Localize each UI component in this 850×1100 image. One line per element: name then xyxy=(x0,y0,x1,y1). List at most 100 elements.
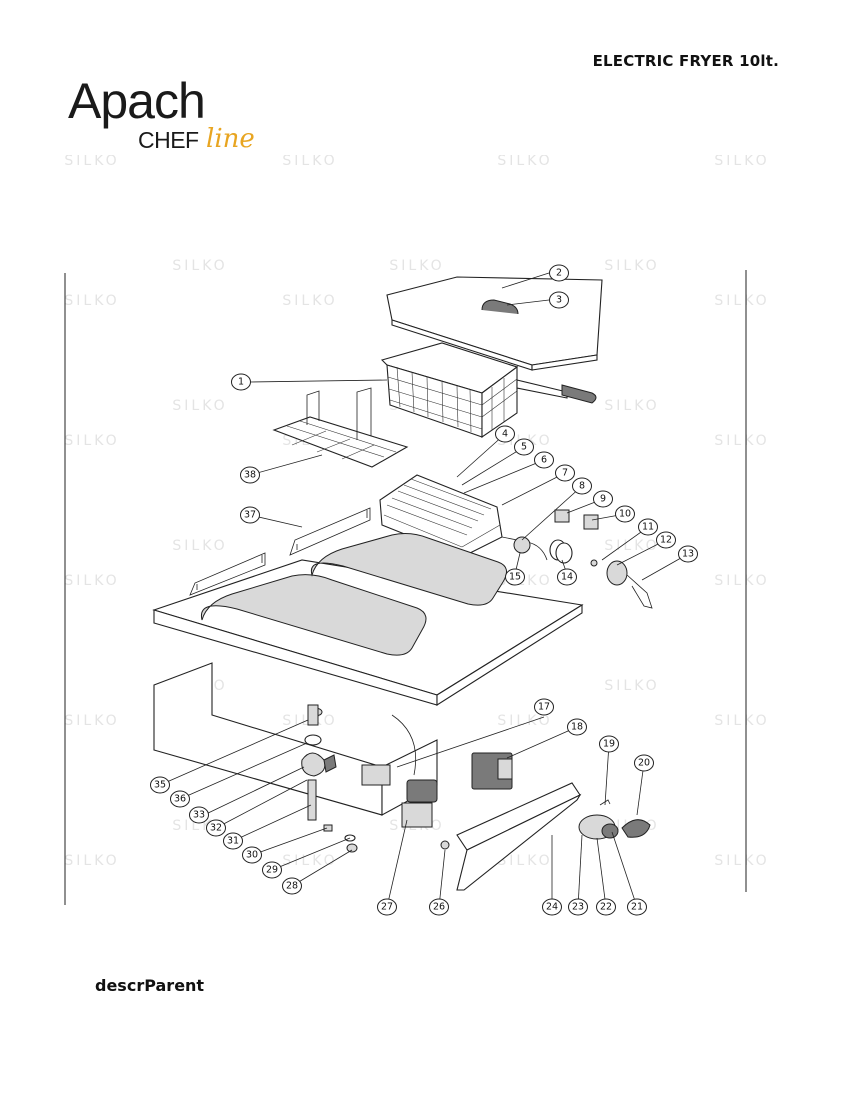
callout-number: 21 xyxy=(631,902,643,913)
callout-number: 19 xyxy=(603,739,615,750)
basket-rack-part xyxy=(272,387,409,468)
callout-number: 24 xyxy=(546,902,558,913)
callout-number: 11 xyxy=(642,522,654,533)
callout-1: 1 xyxy=(231,373,251,391)
watermark-text: SILKO xyxy=(714,155,769,169)
thermostat-parts xyxy=(323,509,653,853)
electrical-components xyxy=(361,714,513,828)
watermark-text: SILKO xyxy=(604,678,659,694)
brand-logo: Apach CHEF line xyxy=(68,76,278,166)
callout-number: 36 xyxy=(174,794,186,805)
watermark-text: SILKO xyxy=(64,433,119,449)
watermark-text: SILKO xyxy=(64,853,119,869)
fry-basket-part xyxy=(380,342,597,439)
callout-number: 23 xyxy=(572,902,584,913)
watermark-text: SILKO xyxy=(714,853,769,869)
callout-6: 6 xyxy=(534,451,554,469)
watermark-text: SILKO xyxy=(282,155,337,169)
callout-number: 31 xyxy=(227,836,239,847)
callout-number: 8 xyxy=(579,481,585,492)
watermark-text: SILKO xyxy=(497,713,552,729)
callout-number: 32 xyxy=(210,823,222,834)
callout-24: 24 xyxy=(542,898,562,916)
watermark-text: SILKO xyxy=(497,155,552,169)
callout-19: 19 xyxy=(599,735,619,753)
callout-number: 37 xyxy=(244,510,256,521)
callout-21: 21 xyxy=(627,898,647,916)
callout-number: 12 xyxy=(660,535,672,546)
callout-12: 12 xyxy=(656,531,676,549)
control-panel-part xyxy=(456,782,651,891)
callout-number: 30 xyxy=(246,850,258,861)
callout-3: 3 xyxy=(549,291,569,309)
callout-number: 17 xyxy=(538,702,550,713)
callout-number: 27 xyxy=(381,902,393,913)
footer-description: descrParent xyxy=(95,976,205,995)
fryer-tank-body xyxy=(152,533,584,816)
callout-9: 9 xyxy=(593,490,613,508)
basket-holder-part xyxy=(189,507,371,596)
callout-23: 23 xyxy=(568,898,588,916)
lid-part xyxy=(386,276,603,371)
callout-14: 14 xyxy=(557,568,577,586)
callout-number: 26 xyxy=(433,902,445,913)
callout-number: 14 xyxy=(561,572,573,583)
callout-2: 2 xyxy=(549,264,569,282)
logo-subword: CHEF xyxy=(138,127,199,153)
logo-script-word: line xyxy=(206,124,255,154)
watermark-text: SILKO xyxy=(497,853,552,869)
callout-number: 20 xyxy=(638,758,650,769)
callout-20: 20 xyxy=(634,754,654,772)
callout-number: 29 xyxy=(266,865,278,876)
callout-17: 17 xyxy=(534,698,554,716)
callout-10: 10 xyxy=(615,505,635,523)
callout-number: 1 xyxy=(238,377,244,388)
callout-38: 38 xyxy=(240,466,260,484)
callout-8: 8 xyxy=(572,477,592,495)
callout-5: 5 xyxy=(514,438,534,456)
watermark-text: SILKO xyxy=(389,258,444,274)
watermark-text: SILKO xyxy=(604,258,659,274)
watermark-text: SILKO xyxy=(172,538,227,554)
logo-wordmark: Apach xyxy=(68,73,206,129)
heating-element-part xyxy=(379,474,548,561)
callout-number: 10 xyxy=(619,509,631,520)
callout-number: 33 xyxy=(193,810,205,821)
callout-7: 7 xyxy=(555,464,575,482)
callout-36: 36 xyxy=(170,790,190,808)
callout-number: 6 xyxy=(541,455,547,466)
callout-number: 15 xyxy=(509,572,521,583)
callout-32: 32 xyxy=(206,819,226,837)
watermark-text: SILKO xyxy=(714,293,769,309)
watermark-text: SILKO xyxy=(172,398,227,414)
watermark-text: SILKO xyxy=(714,713,769,729)
watermark-text: SILKO xyxy=(64,155,119,169)
exploded-parts-diagram: SILKO SILKO SILKO SILKO SILKO SILKO SILKO SILKO… xyxy=(64,155,769,916)
callout-number: 7 xyxy=(562,468,568,479)
watermark-text: SILKO xyxy=(64,293,119,309)
callout-15: 15 xyxy=(505,568,525,586)
callout-30: 30 xyxy=(242,846,262,864)
watermark-text: SILKO xyxy=(604,538,659,554)
watermark-text: SILKO xyxy=(282,293,337,309)
watermark-text: SILKO xyxy=(282,853,337,869)
drain-valve-assembly xyxy=(301,704,337,821)
callout-number: 5 xyxy=(521,442,527,453)
document-title: ELECTRIC FRYER 10lt. xyxy=(592,52,779,70)
callout-18: 18 xyxy=(567,718,587,736)
callout-13: 13 xyxy=(678,545,698,563)
callout-number: 35 xyxy=(154,780,166,791)
callout-27: 27 xyxy=(377,898,397,916)
callout-4: 4 xyxy=(495,425,515,443)
callout-number: 9 xyxy=(600,494,606,505)
callout-35: 35 xyxy=(150,776,170,794)
callout-number: 4 xyxy=(502,429,508,440)
callout-11: 11 xyxy=(638,518,658,536)
callout-labels: 1234567891011121314151718192021222324262… xyxy=(150,264,698,916)
callout-number: 3 xyxy=(556,295,562,306)
callout-33: 33 xyxy=(189,806,209,824)
watermark-text: SILKO xyxy=(604,398,659,414)
callout-number: 38 xyxy=(244,470,256,481)
callout-22: 22 xyxy=(596,898,616,916)
watermark-text: SILKO xyxy=(172,258,227,274)
